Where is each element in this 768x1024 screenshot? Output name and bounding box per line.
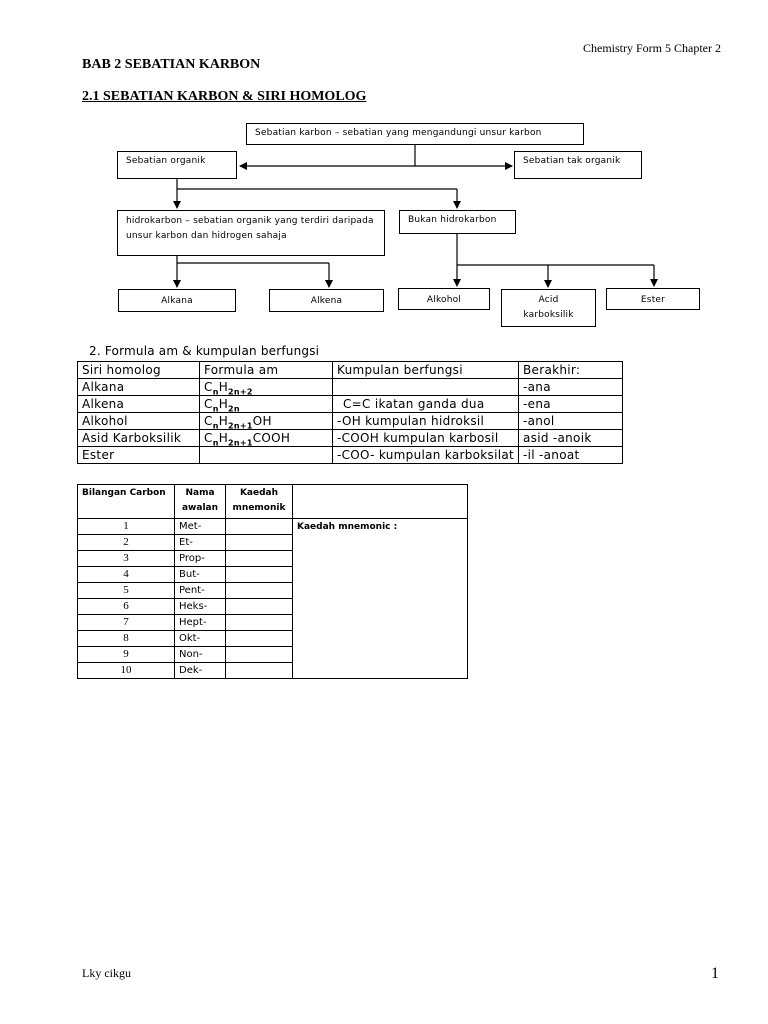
table-row: 2 Et-	[77, 534, 468, 551]
mnemonic-cell[interactable]	[225, 662, 293, 679]
table-row: 8 Okt-	[77, 630, 468, 647]
box-non-hydrocarbon: Bukan hidrokarbon	[399, 210, 516, 234]
footer-author: Lky cikgu	[82, 966, 131, 980]
series-cell: Asid Karboksilik	[77, 429, 200, 447]
carbon-number: 3	[77, 550, 175, 567]
table-row: Alkohol CnH2n+1OH -OH kumpulan hidroksil…	[77, 412, 623, 430]
group-cell	[332, 378, 519, 396]
prefix-cell: Hept-	[174, 614, 226, 631]
formula-cell: CnH2n+2	[199, 378, 333, 396]
box-acid: Acid karboksilik	[501, 289, 596, 327]
box-inorganic: Sebatian tak organik	[514, 151, 642, 179]
header-cell: Berakhir:	[518, 361, 623, 379]
header-cell: Kumpulan berfungsi	[332, 361, 519, 379]
box-hydrocarbon: hidrokarbon – sebatian organik yang terd…	[117, 210, 385, 256]
prefix-cell: Non-	[174, 646, 226, 663]
box-alkena: Alkena	[269, 289, 384, 312]
prefix-cell: Met-	[174, 518, 226, 535]
prefix-cell: Dek-	[174, 662, 226, 679]
box-ester: Ester	[606, 288, 700, 310]
table-row: Ester -COO- kumpulan karboksilat -il -an…	[77, 446, 623, 464]
ending-cell: asid -anoik	[518, 429, 623, 447]
group-cell: -COO- kumpulan karboksilat	[332, 446, 519, 464]
carbon-number: 1	[77, 518, 175, 535]
carbon-number: 4	[77, 566, 175, 583]
mnemonic-cell[interactable]	[225, 646, 293, 663]
formula-cell: CnH2n+1OH	[199, 412, 333, 430]
prefix-cell: Pent-	[174, 582, 226, 599]
header-cell: Kaedah mnemonik	[225, 484, 293, 519]
carbon-prefix-table: Bilangan Carbon Nama awalan Kaedah mnemo…	[77, 484, 468, 679]
box-alkohol: Alkohol	[398, 288, 490, 310]
ending-cell: -ena	[518, 395, 623, 413]
table-row: Alkena CnH2n C=C ikatan ganda dua -ena	[77, 395, 623, 413]
carbon-number: 10	[77, 662, 175, 679]
carbon-number: 5	[77, 582, 175, 599]
carbon-number: 2	[77, 534, 175, 551]
mnemonic-cell[interactable]	[225, 550, 293, 567]
box-alkana: Alkana	[118, 289, 236, 312]
ending-cell: -il -anoat	[518, 446, 623, 464]
header-cell: Bilangan Carbon	[77, 484, 175, 519]
group-cell: -OH kumpulan hidroksil	[332, 412, 519, 430]
classification-diagram	[173, 145, 658, 288]
header-cell: Siri homolog	[77, 361, 200, 379]
formula-heading: 2. Formula am & kumpulan berfungsi	[89, 344, 320, 358]
formula-table: Siri homolog Formula am Kumpulan berfung…	[77, 361, 623, 464]
table-row: 10 Dek-	[77, 662, 468, 679]
series-cell: Ester	[77, 446, 200, 464]
formula-cell: CnH2n+1COOH	[199, 429, 333, 447]
table-header-row: Bilangan Carbon Nama awalan Kaedah mnemo…	[77, 484, 468, 519]
series-cell: Alkana	[77, 378, 200, 396]
header-cell	[292, 484, 468, 519]
carbon-number: 6	[77, 598, 175, 615]
header-cell: Nama awalan	[174, 484, 226, 519]
table-row: Alkana CnH2n+2 -ana	[77, 378, 623, 396]
prefix-cell: Prop-	[174, 550, 226, 567]
page-number: 1	[711, 965, 719, 982]
box-organic: Sebatian organik	[117, 151, 237, 179]
group-cell: C=C ikatan ganda dua	[332, 395, 519, 413]
mnemonic-cell[interactable]	[225, 598, 293, 615]
carbon-number: 7	[77, 614, 175, 631]
header-cell: Formula am	[199, 361, 333, 379]
section-title: 2.1 SEBATIAN KARBON & SIRI HOMOLOG	[82, 89, 367, 104]
table-row: 1 Met- Kaedah mnemonic :	[77, 518, 468, 679]
table-row: Asid Karboksilik CnH2n+1COOH -COOH kumpu…	[77, 429, 623, 447]
mnemonic-cell[interactable]	[225, 566, 293, 583]
mnemonic-cell[interactable]	[225, 582, 293, 599]
mnemonic-cell[interactable]	[225, 534, 293, 551]
box-root: Sebatian karbon – sebatian yang mengandu…	[246, 123, 584, 145]
prefix-cell: Et-	[174, 534, 226, 551]
prefix-cell: Okt-	[174, 630, 226, 647]
ending-cell: -ana	[518, 378, 623, 396]
header-subject: Chemistry Form 5 Chapter 2	[583, 41, 721, 55]
series-cell: Alkohol	[77, 412, 200, 430]
prefix-cell: Heks-	[174, 598, 226, 615]
table-header-row: Siri homolog Formula am Kumpulan berfung…	[77, 361, 623, 379]
prefix-cell: But-	[174, 566, 226, 583]
mnemonic-cell[interactable]	[225, 630, 293, 647]
table-row: 5 Pent-	[77, 582, 468, 599]
carbon-number: 8	[77, 630, 175, 647]
group-cell: -COOH kumpulan karbosil	[332, 429, 519, 447]
page-title: BAB 2 SEBATIAN KARBON	[82, 57, 261, 72]
ending-cell: -anol	[518, 412, 623, 430]
carbon-number: 9	[77, 646, 175, 663]
mnemonic-note: Kaedah mnemonic :	[292, 518, 468, 679]
mnemonic-cell[interactable]	[225, 518, 293, 535]
formula-cell	[199, 446, 333, 464]
formula-cell: CnH2n	[199, 395, 333, 413]
mnemonic-cell[interactable]	[225, 614, 293, 631]
series-cell: Alkena	[77, 395, 200, 413]
